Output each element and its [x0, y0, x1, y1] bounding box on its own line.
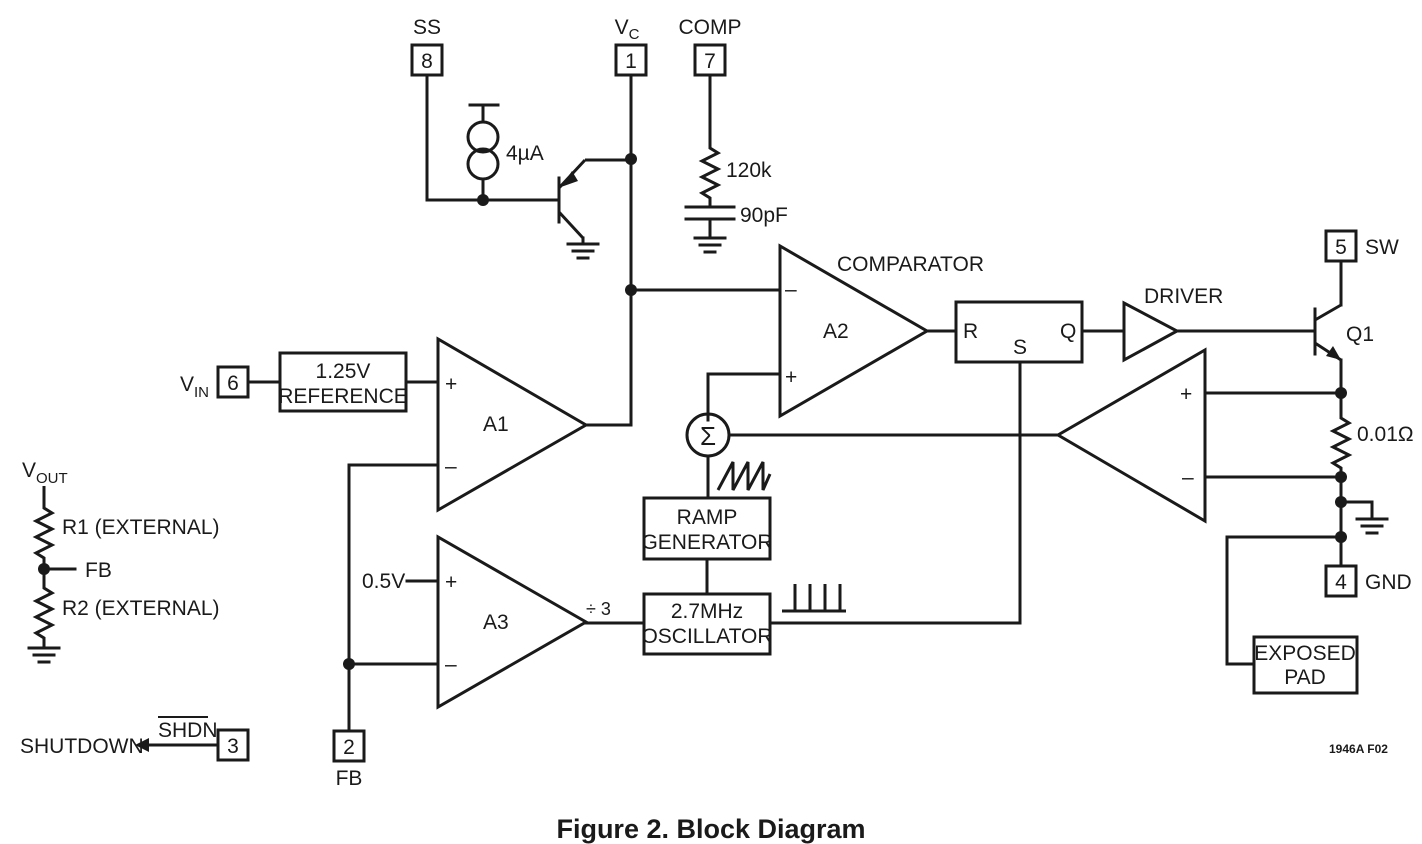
ss-transistor: [557, 158, 631, 246]
svg-text:–: –: [785, 278, 797, 301]
pin-comp-number: 7: [704, 50, 716, 73]
pin-sw-number: 5: [1335, 236, 1347, 259]
sense-resistor: [1329, 393, 1353, 476]
svg-text:+: +: [1180, 383, 1192, 406]
wire-exposed-pad: [1225, 535, 1343, 666]
svg-text:–: –: [445, 455, 457, 478]
vout-label: VOUT: [22, 459, 68, 487]
svg-text:+: +: [445, 571, 457, 594]
half-ref-label: 0.5V: [362, 570, 405, 593]
pin-sw-name: SW: [1365, 236, 1399, 259]
pin-ss: SS 8: [410, 16, 444, 77]
q1-transistor: Q1: [1313, 259, 1374, 394]
sense-resistor-label: 0.01Ω: [1357, 423, 1414, 446]
resistor-comp-label: 120k: [726, 159, 772, 182]
driver-label: DRIVER: [1144, 285, 1223, 308]
arrow-left-icon: [135, 738, 149, 752]
current-source-label: 4µA: [506, 142, 544, 165]
a3-label: A3: [483, 611, 509, 634]
sigma-icon: Σ: [700, 421, 716, 451]
svg-text:1.25V: 1.25V: [316, 360, 371, 383]
wire-sum-to-a2: [706, 372, 782, 422]
divider-label: ÷ 3: [586, 599, 611, 619]
figure-code: 1946A F02: [1329, 742, 1388, 756]
pin-ss-name: SS: [413, 16, 441, 39]
pin-vin-number: 6: [227, 372, 239, 395]
junction-vc-top: [625, 153, 637, 165]
pin-shdn-name: SHDN: [158, 719, 218, 742]
svg-text:2.7MHz: 2.7MHz: [671, 600, 743, 623]
pin-shdn-box: [216, 728, 250, 762]
svg-text:Q: Q: [1060, 320, 1076, 343]
svg-text:RAMP: RAMP: [677, 506, 738, 529]
a2-label: A2: [823, 320, 849, 343]
ground-icon: [1339, 500, 1389, 535]
pin-fb-number: 2: [343, 736, 355, 759]
svg-text:S: S: [1013, 336, 1027, 359]
current-source: 4µA: [466, 103, 544, 202]
pin-gnd: 4 GND: [1324, 564, 1412, 598]
wire-osc-to-latch-s: [768, 360, 1022, 625]
current-sense-amp: + –: [1055, 347, 1207, 524]
svg-text:–: –: [1182, 466, 1194, 489]
pin-fb-name: FB: [336, 767, 363, 790]
pin-comp-name: COMP: [679, 16, 742, 39]
error-amp-a1: + – A1: [436, 336, 589, 513]
pin-fb-box: [332, 729, 366, 763]
pin-vc: VC 1: [614, 16, 648, 77]
r1-label: R1 (EXTERNAL): [62, 516, 220, 539]
svg-text:–: –: [445, 653, 457, 676]
pin-vin: VIN 6: [180, 365, 250, 401]
external-divider: VOUT R1 (EXTERNAL) FB R2 (EXTERNAL): [22, 459, 220, 664]
pin-ss-number: 8: [421, 50, 433, 73]
shutdown-amp-a3: + – A3: [436, 534, 590, 710]
svg-text:+: +: [785, 366, 797, 389]
pin-vc-name: VC: [615, 16, 640, 43]
ramp-generator: RAMP GENERATOR: [641, 496, 773, 561]
figure-caption: Figure 2. Block Diagram: [556, 814, 865, 844]
pin-vc-number: 1: [625, 50, 637, 73]
svg-text:+: +: [445, 373, 457, 396]
wire-fb: [347, 463, 440, 733]
pin-shdn-number: 3: [227, 735, 239, 758]
pin-fb: 2 FB: [332, 729, 366, 790]
driver: DRIVER: [1122, 285, 1223, 363]
summing-junction: Σ: [685, 412, 731, 458]
wire-vc: [584, 73, 633, 427]
comp-network: 120k 90pF: [684, 75, 788, 254]
pin-gnd-number: 4: [1335, 571, 1347, 594]
svg-text:PAD: PAD: [1284, 666, 1326, 689]
svg-text:REFERENCE: REFERENCE: [278, 385, 408, 408]
comparator-label: COMPARATOR: [837, 253, 984, 276]
sr-latch: R S Q: [954, 300, 1084, 364]
oscillator: 2.7MHz OSCILLATOR: [641, 592, 773, 656]
sawtooth-icon: [716, 461, 772, 491]
ground-icon: [566, 242, 600, 260]
pin-vin-name: VIN: [180, 373, 209, 401]
svg-text:OSCILLATOR: OSCILLATOR: [641, 625, 772, 648]
shutdown-label: SHUTDOWN: [20, 735, 144, 758]
pulse-train-icon: [782, 584, 846, 613]
svg-text:EXPOSED: EXPOSED: [1254, 642, 1356, 665]
cap-comp-label: 90pF: [740, 204, 788, 227]
reference-block: 1.25V REFERENCE: [278, 351, 408, 413]
fb-node-label: FB: [85, 559, 112, 582]
r2-label: R2 (EXTERNAL): [62, 597, 220, 620]
pin-comp: COMP 7: [679, 16, 742, 77]
a1-label: A1: [483, 413, 509, 436]
pin-gnd-name: GND: [1365, 571, 1412, 594]
exposed-pad: EXPOSED PAD: [1252, 635, 1359, 695]
comparator-a2: – + A2 COMPARATOR: [778, 243, 984, 419]
pin-gnd-box: [1324, 564, 1358, 598]
pin-comp-box: [693, 43, 727, 77]
svg-text:GENERATOR: GENERATOR: [641, 531, 772, 554]
pin-sw: 5 SW: [1324, 229, 1399, 263]
q1-label: Q1: [1346, 323, 1374, 346]
svg-text:R: R: [963, 320, 978, 343]
pin-shdn: SHDN 3: [158, 716, 250, 762]
wire-ss: [425, 73, 561, 202]
